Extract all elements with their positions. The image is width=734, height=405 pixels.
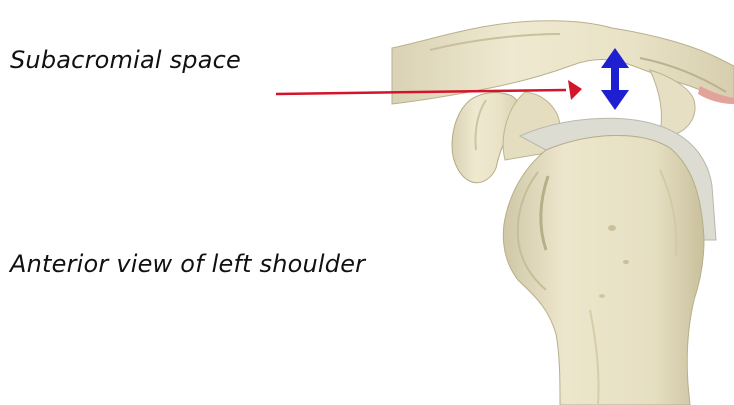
nutrient-pit-1 — [608, 225, 616, 231]
nutrient-pit-3 — [599, 294, 605, 298]
humerus — [503, 135, 704, 405]
nutrient-pit-2 — [623, 260, 629, 264]
red-pointer-arrow — [568, 80, 582, 100]
